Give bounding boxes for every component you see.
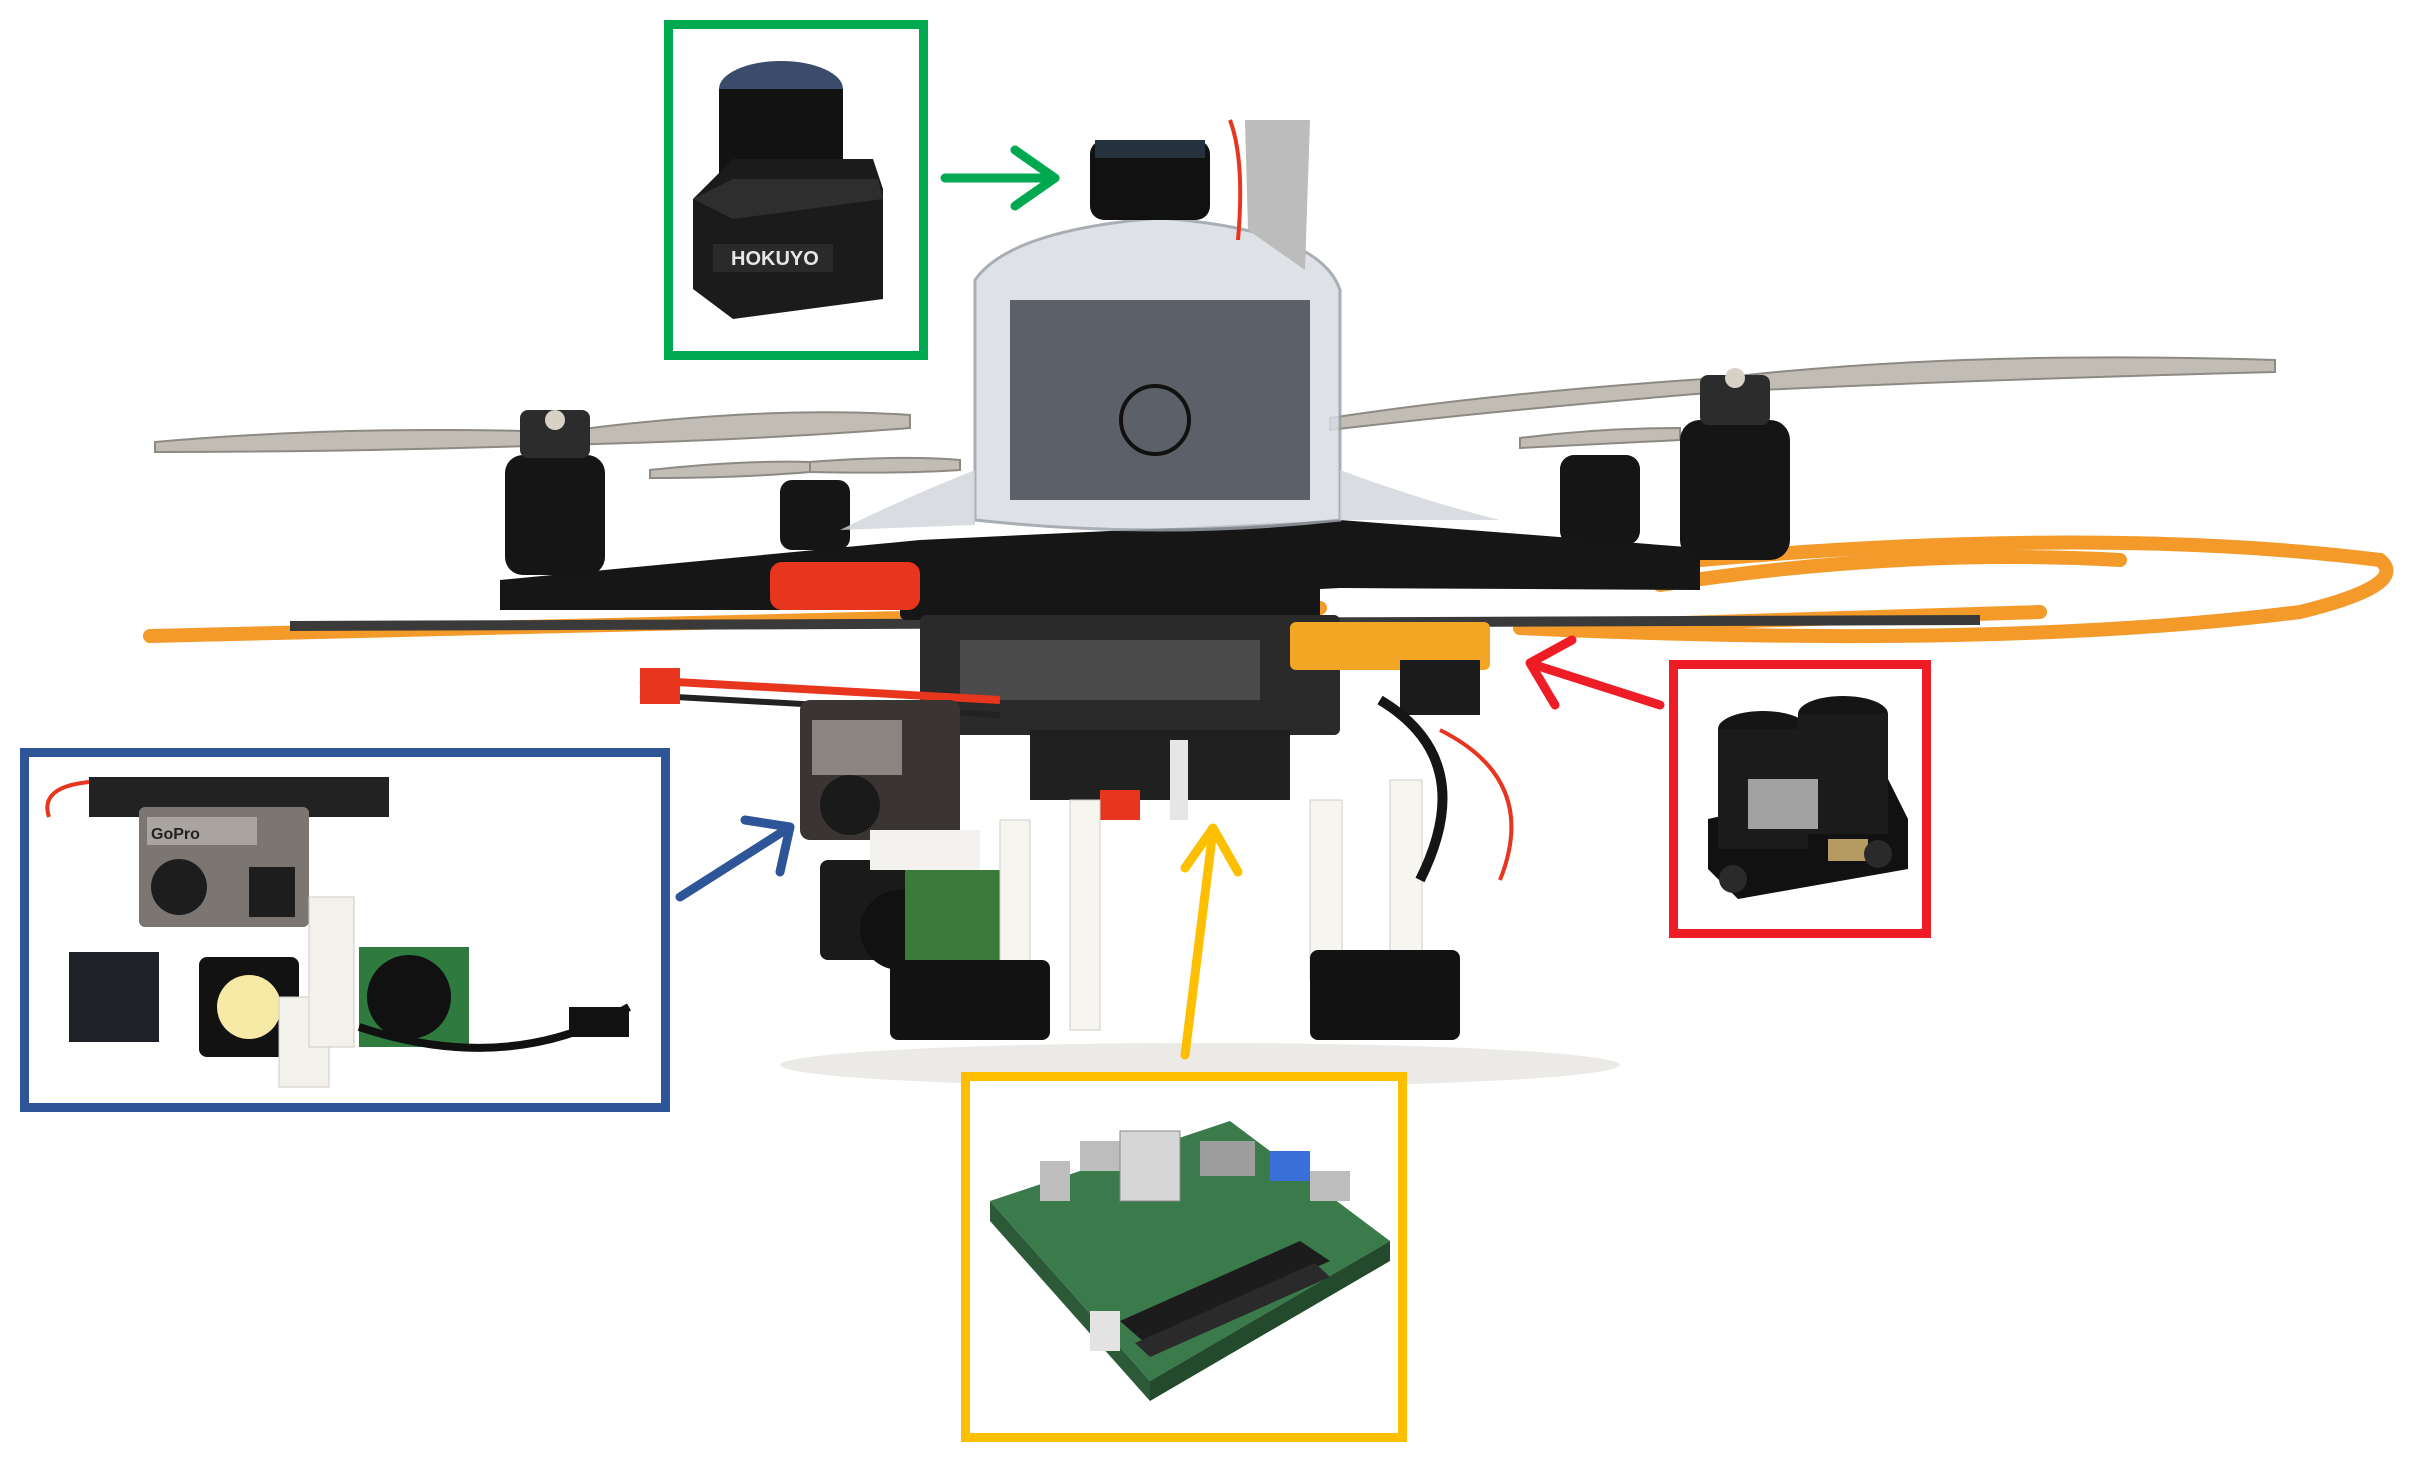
onboard-computer-icon — [990, 1121, 1390, 1401]
camera-assembly — [800, 700, 1005, 970]
rangefinder-callout — [1669, 660, 1931, 938]
hokuyo-label: HOKUYO — [731, 248, 819, 270]
landing-foot-icon — [890, 779, 1460, 1040]
motor-icon — [505, 368, 1790, 575]
lidar-callout: HOKUYO — [664, 20, 928, 360]
gopro-label: GoPro — [151, 826, 200, 843]
lidar-arrow — [940, 145, 1060, 211]
rangefinder-mount — [1290, 622, 1490, 670]
electronics-dome — [840, 216, 1500, 532]
computer-arrow — [1180, 823, 1243, 1060]
lidar-mount — [1090, 119, 1310, 270]
lower-electronics — [1030, 730, 1290, 800]
computer-callout — [961, 1072, 1407, 1442]
lidar-sensor-icon: HOKUYO — [693, 61, 883, 319]
propeller-icon — [154, 356, 2276, 480]
camera-arrow — [675, 815, 795, 902]
rangefinder-arrow — [1525, 635, 1665, 710]
camera-callout: GoPro — [20, 748, 670, 1112]
rangefinder-icon — [1708, 696, 1908, 899]
camera-module-icon: GoPro — [45, 777, 632, 1088]
